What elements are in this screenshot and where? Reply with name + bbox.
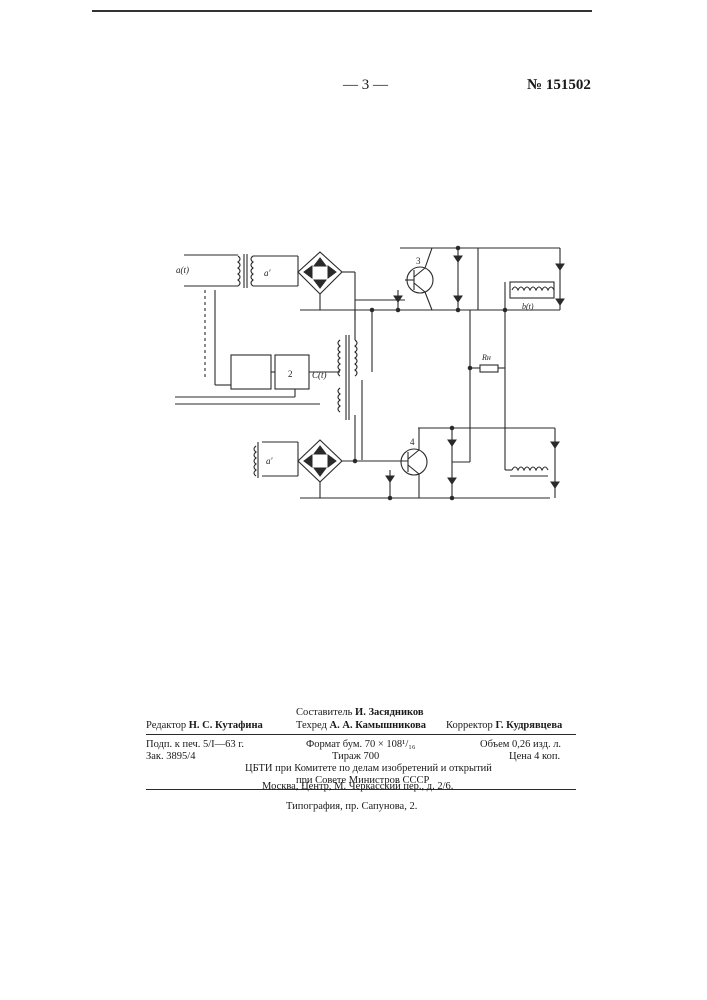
techred-name: А. А. Камышникова xyxy=(330,720,427,731)
label-a-prime-top: a' xyxy=(264,268,272,278)
diode-icon xyxy=(304,455,312,467)
diode-icon xyxy=(551,442,559,448)
compiler-name: И. Засядников xyxy=(355,707,424,718)
inductor-b xyxy=(510,282,554,298)
diode-icon xyxy=(556,264,564,270)
diode-icon xyxy=(454,256,462,262)
diode-icon xyxy=(314,446,326,454)
diode-icon xyxy=(448,478,456,484)
label-transistor-4: 4 xyxy=(410,437,415,447)
corrector-name: Г. Кудрявцева xyxy=(495,720,562,731)
editor-line: Редактор Н. С. Кутафина xyxy=(146,719,263,732)
printer-line: Типография, пр. Сапунова, 2. xyxy=(286,800,417,813)
order-line: Зак. 3895/4 xyxy=(146,750,195,763)
label-b-t: b(t) xyxy=(522,302,534,311)
transformer-center xyxy=(338,310,372,460)
diode-icon xyxy=(448,440,456,446)
diode-icon xyxy=(556,299,564,305)
label-r-n: Rн xyxy=(481,353,491,362)
price-line: Цена 4 коп. xyxy=(509,750,560,763)
control-block-1 xyxy=(231,355,271,389)
techred-label: Техред xyxy=(296,720,327,731)
label-a-t: a(t) xyxy=(176,265,189,275)
corrector-line: Корректор Г. Кудрявцева xyxy=(446,719,562,732)
transformer-bottom xyxy=(254,442,298,478)
diode-icon xyxy=(314,280,326,288)
diode-icon xyxy=(314,468,326,476)
editor-label: Редактор xyxy=(146,720,186,731)
label-c-t: C(t) xyxy=(312,370,327,380)
inductor-bottom xyxy=(505,460,548,476)
label-block-2: 2 xyxy=(288,369,293,379)
compiler-label: Составитель xyxy=(296,707,352,718)
compiler-line: Составитель И. Засядников xyxy=(296,706,424,719)
label-transistor-3: 3 xyxy=(416,256,421,266)
colophon-rule-1 xyxy=(146,734,576,735)
diode-icon xyxy=(328,266,336,278)
diode-icon xyxy=(314,258,326,266)
resistor-rn xyxy=(470,310,505,460)
techred-line: Техред А. А. Камышникова xyxy=(296,719,426,732)
diode-icon xyxy=(454,296,462,302)
address-line: Москва, Центр, М. Черкасский пер., д. 2/… xyxy=(262,780,453,793)
diode-icon xyxy=(394,296,402,302)
diode-icon xyxy=(304,266,312,278)
diode-icon xyxy=(386,476,394,482)
diode-icon xyxy=(551,482,559,488)
corrector-label: Корректор xyxy=(446,720,493,731)
bridge-rectifier-top xyxy=(298,252,405,310)
editor-name: Н. С. Кутафина xyxy=(189,720,263,731)
diode-icon xyxy=(328,455,336,467)
label-a-prime-bottom: a' xyxy=(266,456,274,466)
